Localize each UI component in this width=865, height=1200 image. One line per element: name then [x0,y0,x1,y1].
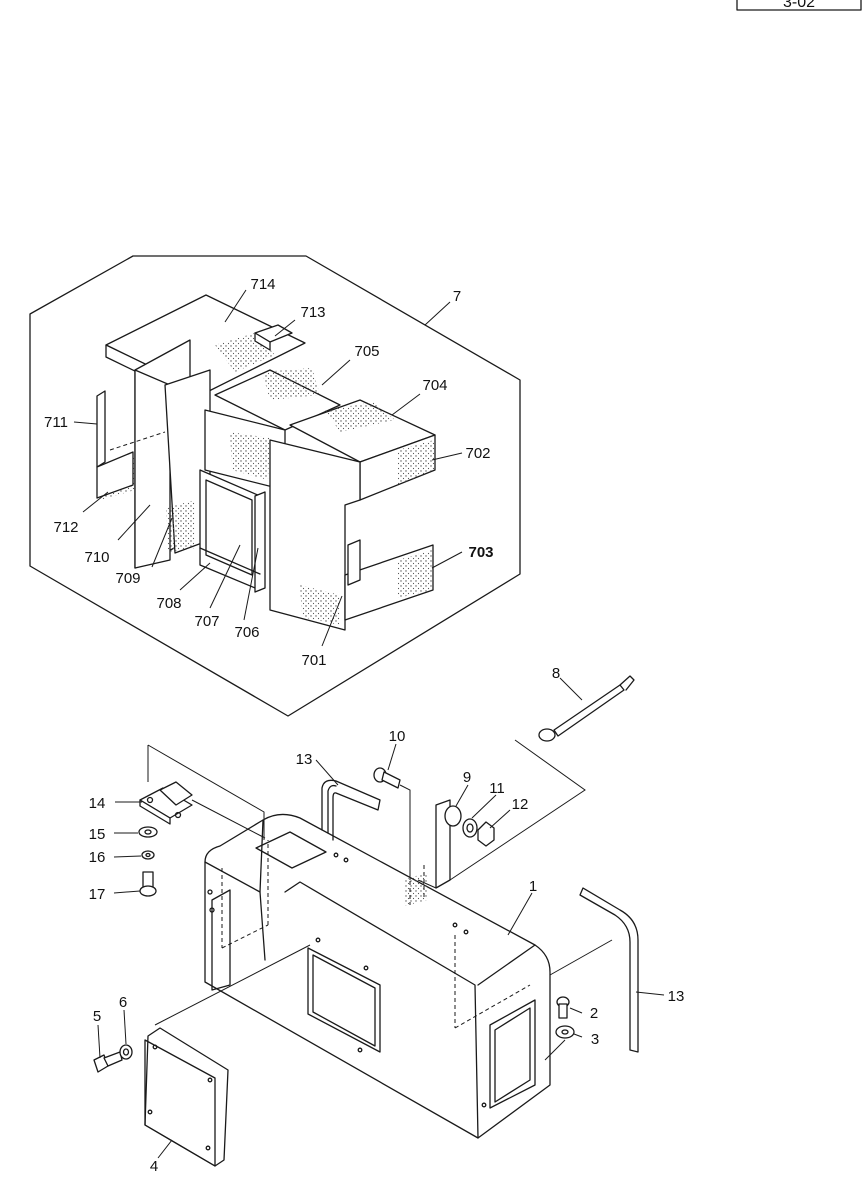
label-3: 3 [591,1031,599,1048]
label-704: 704 [422,377,447,394]
label-709: 709 [115,570,140,587]
bolt-10 [373,767,411,880]
label-702: 702 [465,445,490,462]
main-leader-lines [97,677,665,1159]
label-711: 711 [44,414,68,431]
label-707: 707 [194,613,219,630]
label-710: 710 [84,549,109,566]
label-11: 11 [489,780,505,797]
label-708: 708 [156,595,181,612]
hood-cover [204,813,551,1139]
label-13-right: 13 [668,988,685,1005]
label-9: 9 [463,769,471,786]
bolt-washer-2-3 [544,996,575,1061]
label-7: 7 [453,288,461,305]
label-4: 4 [150,1158,158,1175]
label-5: 5 [93,1008,101,1025]
fasteners-15-16-17 [138,826,158,897]
label-6: 6 [119,994,127,1011]
label-17: 17 [89,886,106,903]
page-code-box: 3-02 [736,0,862,11]
rod-8 [538,675,635,742]
label-703: 703 [468,544,493,561]
side-cover-panel [144,944,311,1167]
label-12: 12 [512,796,529,813]
label-2: 2 [590,1005,598,1022]
hinge-14 [139,744,266,840]
nut-collar-9-11-12 [417,739,586,889]
inset-leader-lines [73,289,463,647]
label-714: 714 [250,276,275,293]
part-labels: 714 713 7 705 704 702 703 711 712 710 70… [44,276,684,1175]
label-712: 712 [53,519,78,536]
label-1: 1 [529,878,537,895]
seal-strip-13-top [321,779,381,841]
label-713: 713 [300,304,325,321]
label-701: 701 [301,652,326,669]
label-13-top: 13 [296,751,313,768]
label-14: 14 [89,795,106,812]
page-code: 3-02 [783,0,815,11]
bolt-and-washer-5-6 [93,1044,133,1073]
label-15: 15 [89,826,106,843]
label-8: 8 [552,665,560,682]
label-10: 10 [389,728,406,745]
label-705: 705 [354,343,379,360]
label-16: 16 [89,849,106,866]
label-706: 706 [234,624,259,641]
seal-strip-13-right [549,887,639,1053]
inset-soundproof-set [29,255,521,717]
